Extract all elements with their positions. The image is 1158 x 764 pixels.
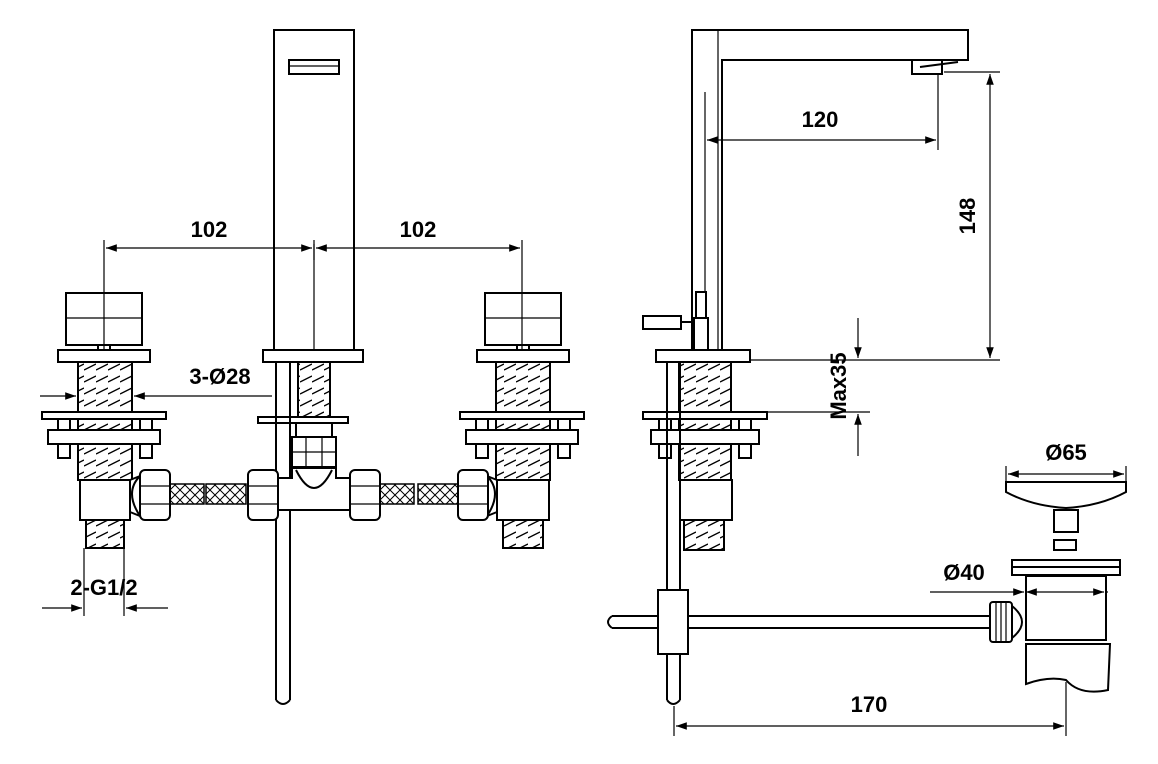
dim-max-deck: Max35 <box>826 352 851 419</box>
side-lift-rod <box>607 601 1023 643</box>
drain-assembly <box>1005 481 1127 693</box>
front-view: 102 102 3-Ø28 2-G1/2 <box>40 29 585 705</box>
center-spout <box>257 29 364 468</box>
dimension-reach: 120 <box>707 74 939 150</box>
dimension-drain-cap: Ø65 <box>1005 440 1127 482</box>
dimension-deck: Max35 <box>768 318 870 456</box>
right-valve <box>459 292 585 549</box>
side-spout <box>691 29 969 351</box>
left-valve <box>41 292 167 549</box>
dimension-hole: 3-Ø28 <box>40 364 272 400</box>
front-popup-rod <box>275 362 291 705</box>
dim-thread: 2-G1/2 <box>70 575 137 600</box>
dim-102-right: 102 <box>400 217 437 242</box>
dim-spout-reach: 120 <box>802 107 839 132</box>
dimension-rod-length: 170 <box>673 682 1067 736</box>
dim-drain-body: Ø40 <box>943 560 985 585</box>
side-body <box>642 349 768 551</box>
dimension-drain-body: Ø40 <box>930 560 1108 596</box>
dim-hole-diameter: 3-Ø28 <box>189 364 250 389</box>
dimension-spacing: 102 102 <box>103 217 523 350</box>
connection-hoses <box>139 467 489 521</box>
dimension-thread: 2-G1/2 <box>42 548 168 616</box>
side-view: 120 148 Max35 Ø65 Ø40 <box>607 29 1127 736</box>
dim-popup-rod-length: 170 <box>851 692 888 717</box>
side-popup-lever <box>642 291 709 351</box>
dim-drain-cap: Ø65 <box>1045 440 1087 465</box>
dim-spout-height: 148 <box>955 198 980 235</box>
dimension-height: 148 <box>750 71 1000 361</box>
side-popup-rod <box>657 362 689 705</box>
dim-102-left: 102 <box>191 217 228 242</box>
